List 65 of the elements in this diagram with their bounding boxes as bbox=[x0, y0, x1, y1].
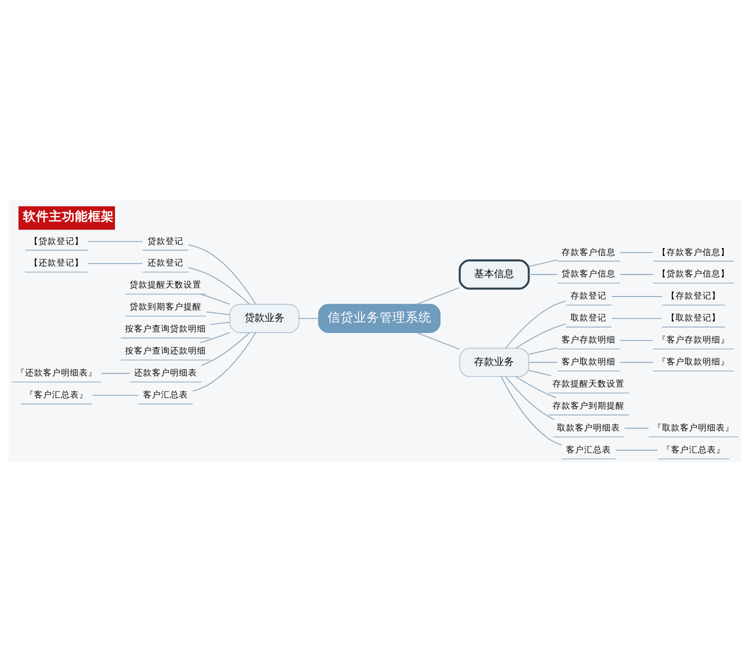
node-box: 信贷业务管理系统 bbox=[318, 303, 440, 332]
connector bbox=[611, 317, 662, 318]
node-text: 贷款提醒天数设置 bbox=[130, 280, 202, 290]
node-text: 『客户汇总表』 bbox=[25, 390, 88, 400]
node-text: 『取款客户明细表』 bbox=[652, 422, 734, 433]
node-text: 还款客户明细表 bbox=[134, 368, 198, 378]
connector bbox=[88, 240, 143, 242]
connector bbox=[505, 300, 566, 348]
node-text: 【存款登记】 bbox=[666, 291, 720, 302]
connector bbox=[624, 427, 649, 428]
node-text: 贷款到期客户提醒 bbox=[130, 302, 202, 312]
node-text: 存款客户信息 bbox=[562, 247, 616, 258]
connector bbox=[192, 332, 256, 392]
node-text: 按客户查询贷款明细 bbox=[125, 324, 206, 334]
node-text: 【取款登记】 bbox=[666, 313, 720, 324]
connector bbox=[200, 293, 230, 304]
connector bbox=[620, 339, 654, 340]
diagram-title: 软件主功能框架 bbox=[23, 208, 114, 223]
connector bbox=[615, 449, 658, 450]
connector bbox=[188, 244, 256, 304]
node-text: 存款提醒天数设置 bbox=[552, 379, 625, 390]
node-text: 【还款登记】 bbox=[30, 258, 84, 268]
connector bbox=[528, 361, 558, 362]
node-box: 基本信息 bbox=[458, 258, 530, 290]
node-text: 贷款客户信息 bbox=[562, 269, 616, 280]
connector bbox=[500, 376, 562, 446]
node-text: 按客户查询还款明细 bbox=[125, 346, 206, 356]
connector bbox=[620, 361, 654, 362]
connector bbox=[515, 322, 566, 348]
connector bbox=[210, 321, 230, 324]
connector bbox=[188, 266, 250, 304]
connector bbox=[92, 394, 139, 396]
connector bbox=[298, 317, 319, 318]
connector bbox=[620, 252, 654, 253]
node-text: 【存款客户信息】 bbox=[657, 247, 730, 258]
node-text: 客户存款明细 bbox=[562, 335, 616, 346]
connector bbox=[88, 262, 143, 264]
node-text: 『还款客户明细表』 bbox=[16, 368, 98, 378]
connector bbox=[505, 376, 555, 420]
connector bbox=[528, 258, 558, 266]
connector bbox=[416, 286, 460, 304]
node-text: 贷款登记 bbox=[148, 236, 184, 246]
node-text: 『客户存款明细』 bbox=[657, 335, 730, 346]
connector bbox=[515, 376, 557, 398]
connector bbox=[528, 369, 552, 376]
connector bbox=[100, 372, 130, 374]
connector bbox=[206, 310, 230, 315]
node-text: 还款登记 bbox=[148, 258, 184, 268]
node-text: 『客户汇总表』 bbox=[662, 444, 725, 455]
node-text: 取款客户明细表 bbox=[557, 422, 620, 433]
connector bbox=[416, 332, 460, 350]
connector bbox=[200, 332, 250, 366]
node-box: 存款业务 bbox=[459, 347, 530, 376]
node-text: 【贷款登记】 bbox=[30, 236, 84, 246]
node-box: 贷款业务 bbox=[229, 303, 300, 332]
node-text: 【贷款客户信息】 bbox=[657, 269, 730, 280]
node-text: 客户汇总表 bbox=[566, 444, 612, 455]
node-text: 存款登记 bbox=[570, 291, 607, 302]
node-text: 取款登记 bbox=[570, 313, 607, 324]
node-text: 『客户取款明细』 bbox=[657, 357, 730, 368]
connector bbox=[528, 346, 558, 354]
node-text: 客户取款明细 bbox=[562, 357, 616, 368]
node-text: 存款客户到期提醒 bbox=[552, 401, 625, 411]
connector bbox=[200, 332, 230, 343]
node-text: 客户汇总表 bbox=[143, 390, 188, 400]
